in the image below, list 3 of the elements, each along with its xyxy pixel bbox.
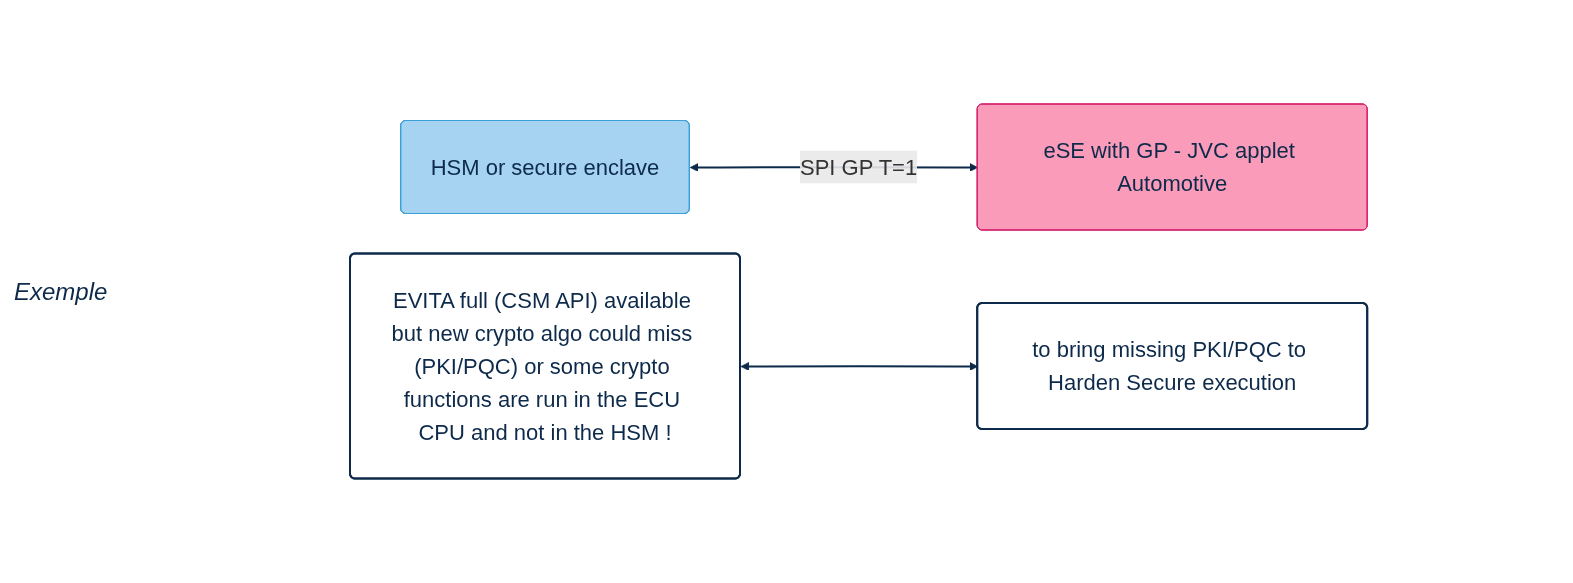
arrow: [740, 362, 978, 372]
note-text: Exemple: [14, 277, 109, 306]
edge-label: SPI GP T=1: [799, 154, 918, 180]
